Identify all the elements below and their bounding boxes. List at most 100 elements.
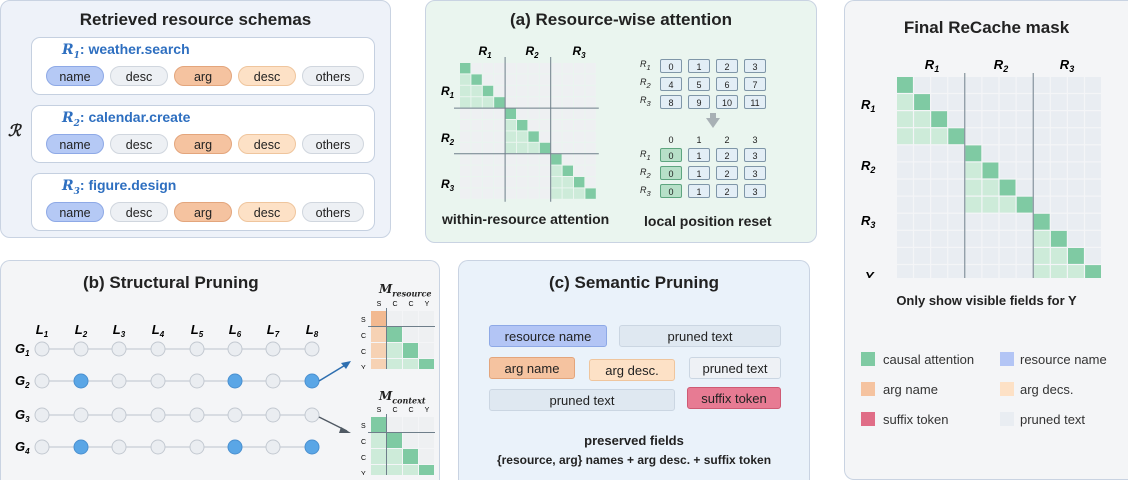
mask-cell xyxy=(1050,213,1067,230)
mask-cell xyxy=(931,179,948,196)
attention-cell xyxy=(585,131,596,142)
token-pruned-text: pruned text xyxy=(489,389,675,411)
attention-cell xyxy=(471,108,482,119)
final-mask-matrix: R1 R2 R3 R1 R2 R3 Y xyxy=(861,57,1101,278)
attention-cell xyxy=(585,177,596,188)
active-node xyxy=(73,439,89,455)
mini-row-label: S xyxy=(361,317,366,324)
mini-cell xyxy=(403,343,418,358)
attention-cell xyxy=(482,131,494,142)
mini-cell xyxy=(387,359,402,369)
inactive-node xyxy=(111,439,127,455)
inactive-node xyxy=(34,407,50,423)
attention-cell xyxy=(494,108,505,119)
mask-cell xyxy=(914,94,930,110)
attention-cell xyxy=(494,177,505,188)
mini-col-label: Y xyxy=(425,407,430,414)
mask-cell xyxy=(1033,248,1050,264)
mask-cell xyxy=(1050,196,1067,213)
mask-cell xyxy=(914,196,930,213)
mini-row-label: C xyxy=(361,349,366,356)
attention-cell xyxy=(471,177,482,188)
mask-cell xyxy=(1050,111,1067,128)
attention-cell xyxy=(482,74,494,85)
token-suffix: suffix token xyxy=(687,387,781,409)
attention-cell xyxy=(585,85,596,97)
layer-label: L8 xyxy=(306,322,319,339)
attention-cell xyxy=(574,188,585,199)
attention-cell xyxy=(574,131,585,142)
legend-label-pruned: pruned text xyxy=(1020,412,1086,427)
inactive-node xyxy=(150,373,166,389)
attention-cell xyxy=(574,85,585,97)
attention-cell xyxy=(460,63,471,74)
mask-cell xyxy=(1016,179,1033,196)
attention-cell xyxy=(551,97,562,108)
mask-cell xyxy=(1085,77,1101,93)
position-token: 2 xyxy=(716,148,738,162)
mask-cell xyxy=(914,162,930,179)
attention-cell xyxy=(551,154,562,165)
mini-cell xyxy=(387,343,402,358)
position-token: 3 xyxy=(744,59,766,73)
attention-cell xyxy=(539,177,551,188)
mini-cell xyxy=(403,359,418,369)
inactive-node xyxy=(189,407,205,423)
mask-cell xyxy=(948,230,965,247)
attention-cell xyxy=(505,120,516,131)
attention-cell xyxy=(574,142,585,154)
row-label-r3: R3 xyxy=(640,95,651,108)
mask-cell xyxy=(897,128,913,145)
attention-cell xyxy=(471,131,482,142)
layer-label: L5 xyxy=(191,322,204,339)
legend-swatch-arg-desc xyxy=(1000,382,1014,396)
active-node xyxy=(227,439,243,455)
mask-cell xyxy=(948,179,965,196)
attention-cell xyxy=(494,97,505,108)
attention-cell xyxy=(528,97,539,108)
mask-cell xyxy=(982,128,999,145)
attention-cell xyxy=(539,188,551,199)
group-label: G3 xyxy=(15,407,30,424)
active-node xyxy=(73,373,89,389)
attention-cell xyxy=(551,85,562,97)
attention-cell xyxy=(551,165,562,176)
local-row-label: R1 xyxy=(640,149,651,162)
preserved-title: preserved fields xyxy=(584,433,684,448)
mask-cell xyxy=(999,162,1016,179)
group-label: G2 xyxy=(15,373,30,390)
attention-cell xyxy=(460,85,471,97)
mini-row-label: C xyxy=(361,333,366,340)
row-label-r1: R1 xyxy=(640,59,651,72)
attention-cell xyxy=(517,142,528,154)
schema-card-r3: R3: figure.design name desc arg desc oth… xyxy=(31,173,375,231)
attention-cell xyxy=(551,188,562,199)
attention-cell xyxy=(585,188,596,199)
mask-cell xyxy=(1050,145,1067,162)
mask-cell xyxy=(1050,230,1067,247)
mask-cell xyxy=(1033,196,1050,213)
mask-cell xyxy=(1085,196,1101,213)
mask-cell xyxy=(1016,265,1033,278)
down-arrow-icon xyxy=(706,118,720,128)
attention-cell xyxy=(574,120,585,131)
mask-cell xyxy=(999,265,1016,278)
inactive-node xyxy=(265,407,281,423)
attention-cell xyxy=(528,108,539,119)
mask-cell xyxy=(897,111,913,128)
field-name: name xyxy=(46,66,104,86)
mask-cell xyxy=(982,196,999,213)
position-token: 1 xyxy=(688,166,710,180)
schema-title: R1: weather.search xyxy=(62,41,190,61)
attention-cell xyxy=(505,142,516,154)
mask-cell xyxy=(982,179,999,196)
mask-cell xyxy=(1016,248,1033,264)
attention-cell xyxy=(551,63,562,74)
attention-cell xyxy=(562,120,573,131)
layer-label: L7 xyxy=(267,322,280,339)
mask-cell xyxy=(931,145,948,162)
mask-cell xyxy=(948,213,965,230)
layer-label: L3 xyxy=(113,322,126,339)
